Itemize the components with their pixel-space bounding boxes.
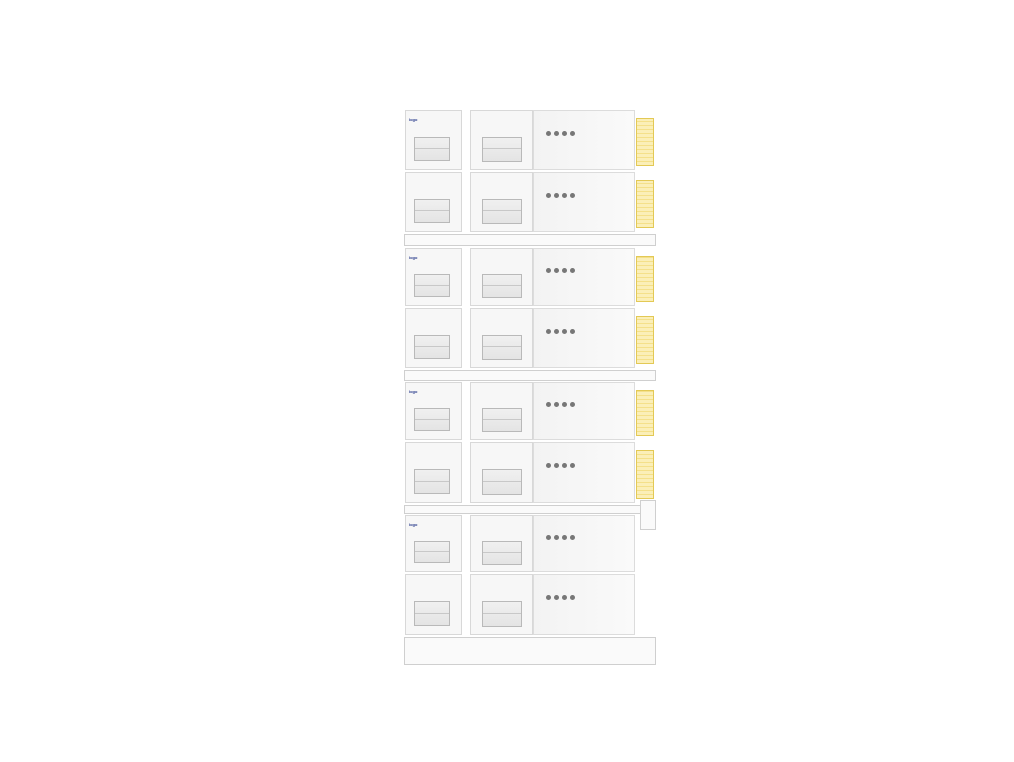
cabinet-side [533,382,635,440]
cabinet-window [482,274,522,299]
brand-logo: logo [409,389,418,394]
cabinet-window [414,137,450,161]
filter-panel [636,316,654,364]
vent-hole-icon [570,463,575,469]
filter-panel [636,390,654,436]
cabinet-window [482,137,522,163]
vent-hole-icon [554,268,559,274]
cabinet-window [414,469,450,494]
vent-hole-icon [546,193,551,198]
vent-hole-icon [546,463,551,469]
frame-rail [404,234,656,246]
filter-panel [636,118,654,166]
vent-hole-icon [562,595,567,601]
cabinet-window [414,601,450,626]
filter-panel [636,256,654,302]
vent-hole-icon [570,595,575,601]
vent-hole-icon [554,534,559,540]
vent-hole-icon [562,268,567,274]
cabinet-window [414,335,450,359]
vent-hole-icon [562,131,567,136]
cabinet-window [482,540,522,565]
vent-hole-icon [570,131,575,136]
cabinet-window [414,540,450,564]
cabinet-window [482,335,522,361]
cabinet-side [533,248,635,306]
cabinet-window [414,274,450,298]
cabinet-window [414,199,450,223]
vent-hole-icon [546,268,551,274]
support-bracket [640,500,656,530]
vent-hole-icon [562,402,567,408]
vent-hole-icon [554,463,559,469]
vent-hole-icon [562,463,567,469]
vent-hole-icon [562,329,567,334]
frame-rail [404,370,656,381]
filter-panel [636,180,654,228]
cabinet-window [482,469,522,496]
vent-hole-icon [554,595,559,601]
brand-logo: logo [409,522,418,527]
cabinet-side [533,574,635,635]
filter-panel [636,450,654,499]
cabinet-window [482,199,522,225]
vent-hole-icon [546,131,551,136]
vent-hole-icon [562,534,567,540]
cabinet-window [482,408,522,433]
cabinet-side [533,172,635,232]
cabinet-side [533,110,635,170]
vent-hole-icon [546,534,551,540]
vent-hole-icon [546,595,551,601]
vent-hole-icon [570,268,575,274]
brand-logo: logo [409,117,418,122]
cabinet-window [414,408,450,432]
cabinet-side [533,442,635,503]
cabinet-side [533,308,635,368]
vent-hole-icon [554,329,559,334]
frame-rail [404,505,656,514]
vent-hole-icon [570,402,575,408]
vent-hole-icon [570,193,575,198]
brand-logo: logo [409,255,418,260]
vent-hole-icon [546,402,551,408]
vent-hole-icon [554,131,559,136]
vent-hole-icon [554,402,559,408]
vent-hole-icon [554,193,559,198]
vent-hole-icon [570,534,575,540]
vent-hole-icon [546,329,551,334]
vent-hole-icon [570,329,575,334]
cabinet-side [533,515,635,572]
cabinet-window [482,601,522,628]
vent-hole-icon [562,193,567,198]
frame-rail [404,637,656,665]
